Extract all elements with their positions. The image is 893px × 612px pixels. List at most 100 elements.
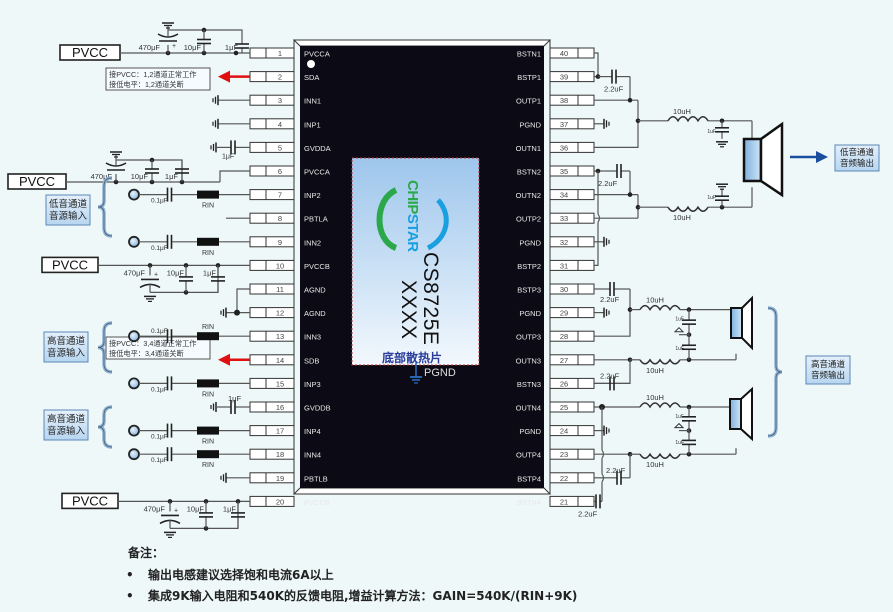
- cap-value: 0.1μF: [151, 198, 168, 205]
- pin-name: BSTP3: [517, 286, 541, 295]
- cap-value: 10μF: [131, 172, 149, 181]
- resistor-label: RIN: [202, 203, 214, 210]
- pin-38: [549, 94, 595, 106]
- pin-name: PGND: [519, 238, 541, 247]
- brand-chip: CHIP: [404, 180, 421, 214]
- cap-value: 1uF: [707, 195, 716, 201]
- pin-number: 1: [278, 49, 282, 58]
- pin-name: INP4: [304, 427, 321, 436]
- pvcc-label: PVCC: [72, 493, 108, 508]
- pin1-marker: [307, 60, 315, 68]
- label-text: 音频输出: [811, 370, 845, 381]
- cap-value: 2.2uF: [606, 466, 626, 475]
- pin-number: 4: [278, 120, 282, 129]
- speaker-magnet-icon: [729, 398, 742, 430]
- resistor-label: RIN: [202, 439, 214, 446]
- pin-number: 33: [560, 214, 568, 223]
- pin-number: 24: [560, 427, 568, 436]
- input-jack-icon: [128, 188, 140, 201]
- note-item: •集成9K输入电阻和540K的反馈电阻,增益计算方法：GAIN=540K/(RI…: [126, 586, 577, 607]
- cap-value: 1μF: [223, 504, 236, 513]
- pin-39: [549, 71, 595, 83]
- pin-name: AGND: [304, 286, 326, 295]
- label-text: 高音通道: [47, 413, 86, 425]
- wire: [168, 29, 243, 39]
- label-text: 高音通道: [811, 359, 846, 370]
- pin-name: OUTP3: [516, 333, 541, 342]
- pin-19: [249, 472, 295, 484]
- cap-value: 1uF: [707, 129, 716, 135]
- note-line: 接低电平：3,4通道关断: [109, 349, 184, 358]
- pin-12: [249, 307, 295, 319]
- pin-name: INP1: [304, 120, 321, 129]
- junction-dot: [627, 192, 633, 197]
- speaker-cone-icon: [759, 121, 784, 198]
- brace-icon: [767, 307, 783, 437]
- pin-1: [249, 47, 295, 59]
- brace-icon: [97, 177, 113, 237]
- red-arrow-icon: [218, 70, 230, 83]
- pin-name: BSTN1: [517, 50, 541, 59]
- cap-value: 470μF: [124, 268, 146, 277]
- pin-number: 38: [560, 96, 568, 105]
- pin-name: OUTP4: [516, 451, 541, 460]
- junction-dot: [183, 290, 189, 295]
- cap-value: 0.1μF: [151, 434, 168, 441]
- resistor-label: RIN: [202, 391, 214, 398]
- label-text: 音频输出: [840, 158, 874, 169]
- cap-value: 1uF: [675, 440, 684, 446]
- pin-name: OUTN4: [516, 404, 541, 413]
- pin-name: INP2: [304, 191, 321, 200]
- bass-input-label: [45, 194, 91, 226]
- resistor-icon: [197, 426, 219, 435]
- pin-number: 17: [276, 427, 284, 436]
- wire-crossover: [601, 449, 605, 459]
- brand-logo-text: CHIPSTAR: [391, 180, 421, 252]
- pin-number: 22: [560, 474, 568, 483]
- inductor-label: 10uH: [646, 393, 664, 402]
- brand-star: STAR: [404, 213, 421, 252]
- pin-number: 34: [560, 191, 568, 200]
- pin-27: [549, 354, 595, 366]
- resistor-icon: [197, 332, 219, 341]
- pin-29: [549, 307, 595, 319]
- pin-name: OUTN2: [516, 191, 541, 200]
- treble-input-label-1: [43, 331, 89, 363]
- pin-7: [249, 189, 295, 201]
- pin-13: [249, 330, 295, 342]
- pin-number: 12: [276, 309, 284, 318]
- pin-name: BSTN4: [517, 498, 541, 507]
- wire-crossover: [601, 473, 605, 483]
- inductor-icon: [667, 116, 709, 123]
- pin-26: [549, 377, 595, 389]
- pin-number: 19: [276, 474, 284, 483]
- pin-35: [549, 165, 595, 177]
- pvcc-label: PVCC: [19, 174, 55, 189]
- resistor-label: RIN: [202, 250, 214, 257]
- resistor-label: RIN: [202, 462, 214, 469]
- ic-package: [292, 39, 552, 495]
- note-line: 接PVCC：1,2通道正常工作: [109, 70, 196, 79]
- polarity-mark: +: [174, 507, 178, 514]
- inductor-icon: [639, 452, 681, 459]
- label-text: 音源输入: [47, 425, 86, 437]
- pin-number: 14: [276, 356, 284, 365]
- pin-name: BSTP1: [517, 73, 541, 82]
- cap-value: 1μF: [165, 172, 178, 181]
- inductor-icon: [639, 304, 681, 312]
- pin-30: [549, 283, 595, 295]
- pin-20: [249, 495, 295, 507]
- inductor-label: 10uH: [646, 366, 664, 375]
- heatsink-net: PGND: [424, 367, 456, 379]
- resistor-label: RIN: [202, 324, 214, 331]
- sdb-note: [105, 336, 211, 360]
- pin-number: 40: [560, 49, 568, 58]
- pin-number: 10: [276, 261, 284, 270]
- junction-dot: [627, 97, 633, 103]
- pin-number: 29: [560, 309, 568, 318]
- pin-number: 3: [278, 96, 282, 105]
- treble-input-label-2: [43, 409, 89, 441]
- cap-value: 0.1μF: [151, 245, 168, 252]
- pin-name: INP3: [304, 380, 321, 389]
